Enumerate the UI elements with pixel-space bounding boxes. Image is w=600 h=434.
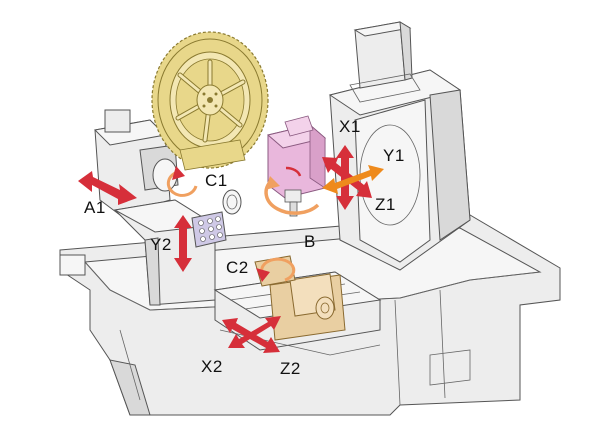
label-y1: Y1 — [383, 146, 405, 165]
label-c1: C1 — [205, 171, 228, 190]
xz2-arrows — [222, 316, 281, 353]
label-a1: A1 — [84, 198, 106, 217]
label-x2: X2 — [201, 357, 223, 376]
label-b: B — [304, 232, 316, 251]
label-y2: Y2 — [150, 235, 172, 254]
label-z2: Z2 — [280, 359, 301, 378]
c2-rotation-arrow — [260, 257, 296, 282]
c1-rotation-arrow — [166, 170, 198, 197]
machine-column — [328, 21, 471, 271]
label-c2: C2 — [226, 258, 249, 277]
label-z1: Z1 — [375, 195, 396, 214]
a1-arrow — [78, 171, 137, 205]
axis-arrows — [78, 145, 384, 353]
xyz1-arrows — [322, 145, 384, 210]
spindle-head — [266, 115, 327, 217]
tool-block — [191, 211, 227, 248]
label-x1: X1 — [339, 117, 361, 136]
y2-arrow — [174, 215, 192, 272]
tool-magazine — [151, 31, 269, 171]
